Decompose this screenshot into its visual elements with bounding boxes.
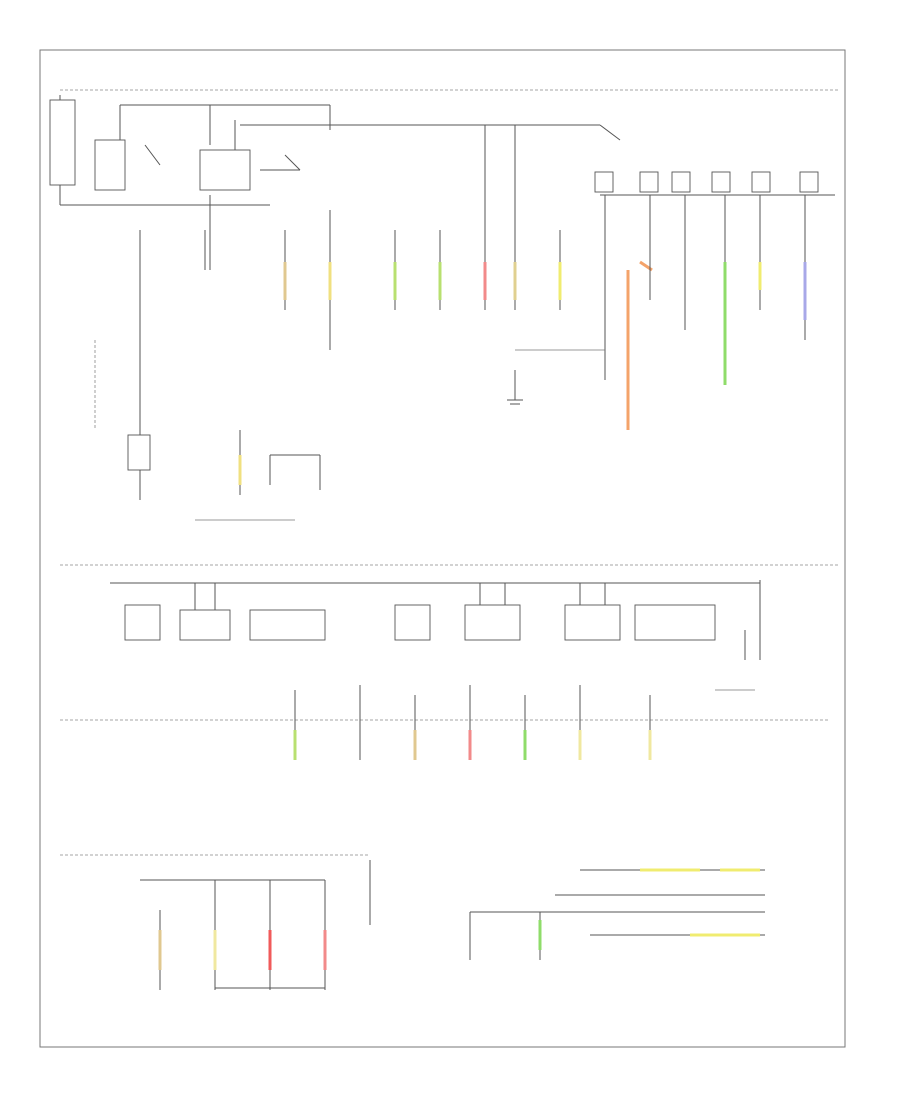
relay-box (94, 139, 126, 191)
relay-box (124, 604, 161, 641)
diagram-frame (39, 49, 846, 1048)
junction-box-icon (199, 149, 251, 191)
fuse-row (594, 171, 819, 193)
control-module-box (634, 604, 716, 641)
relay-box (464, 604, 521, 641)
relay-box (394, 604, 431, 641)
junction-box-icon (179, 609, 231, 641)
fuse-box-icon (49, 99, 76, 186)
switch-icon (144, 144, 161, 166)
section-top (49, 89, 840, 521)
relay-box (564, 604, 621, 641)
section-bottom (60, 854, 765, 990)
switch-icon (284, 154, 301, 171)
component-box (127, 434, 151, 471)
switch-box (249, 609, 326, 641)
section-middle (60, 564, 840, 760)
